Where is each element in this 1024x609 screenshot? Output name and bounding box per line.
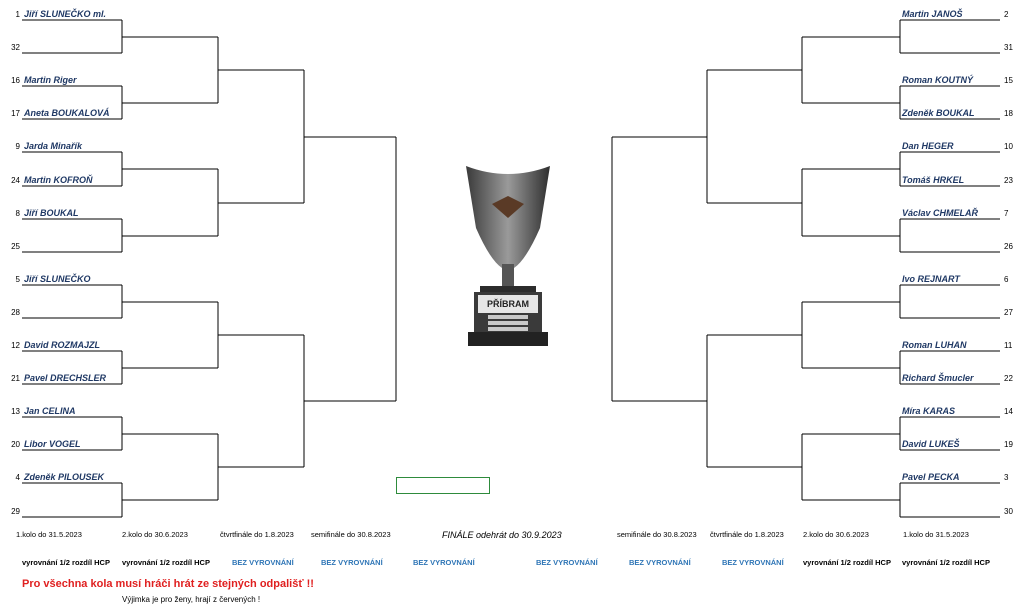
- trophy-image: PŘÍBRAM: [466, 166, 550, 346]
- player-name: Aneta BOUKALOVÁ: [24, 108, 110, 118]
- seed-number: 16: [11, 76, 20, 85]
- seed-number: 3: [1004, 473, 1009, 482]
- seed-number: 17: [11, 109, 20, 118]
- player-name: Roman KOUTNÝ: [902, 75, 974, 85]
- player-name: Martin JANOŠ: [902, 9, 963, 19]
- player-name: Zdeněk BOUKAL: [902, 108, 975, 118]
- seed-number: 4: [15, 473, 20, 482]
- round-label-r1: 1.kolo do 31.5.2023: [903, 530, 969, 539]
- note-text: Výjimka je pro ženy, hrají z červených !: [122, 595, 261, 604]
- seed-number: 10: [1004, 142, 1013, 151]
- rule-l4: BEZ VYROVNÁNÍ: [321, 558, 383, 567]
- seed-number: 30: [1004, 507, 1013, 516]
- rule-r5: BEZ VYROVNÁNÍ: [536, 558, 598, 567]
- player-name: Richard Šmucler: [902, 373, 974, 383]
- round-label-l4: semifinále do 30.8.2023: [311, 530, 391, 539]
- seed-number: 1: [15, 10, 20, 19]
- player-name: Dan HEGER: [902, 141, 954, 151]
- round-label-l1: 1.kolo do 31.5.2023: [16, 530, 82, 539]
- seed-number: 19: [1004, 440, 1013, 449]
- player-name: Míra KARAS: [902, 406, 956, 416]
- player-name: Tomáš HRKEL: [902, 175, 965, 185]
- rule-l5: BEZ VYROVNÁNÍ: [413, 558, 475, 567]
- seed-number: 13: [11, 407, 20, 416]
- rule-r4: BEZ VYROVNÁNÍ: [629, 558, 691, 567]
- seed-number: 29: [11, 507, 20, 516]
- seed-number: 32: [11, 43, 20, 52]
- seed-number: 22: [1004, 374, 1013, 383]
- player-name: Libor VOGEL: [24, 439, 81, 449]
- player-name: Jarda Minařík: [24, 141, 83, 151]
- warning-text: Pro všechna kola musí hráči hrát ze stej…: [22, 578, 314, 590]
- player-name: Zdeněk PILOUSEK: [24, 472, 105, 482]
- seed-number: 26: [1004, 242, 1013, 251]
- round-label-r4: semifinále do 30.8.2023: [617, 530, 697, 539]
- player-name: David LUKEŠ: [902, 439, 960, 449]
- seed-number: 6: [1004, 275, 1009, 284]
- seed-number: 2: [1004, 10, 1009, 19]
- seed-number: 23: [1004, 176, 1013, 185]
- seed-number: 21: [11, 374, 20, 383]
- player-name: Jiří SLUNEČKO: [24, 274, 91, 284]
- player-name: Václav CHMELAŘ: [902, 208, 979, 218]
- seed-number: 12: [11, 341, 20, 350]
- player-name: Ivo REJNART: [902, 274, 960, 284]
- player-name: Pavel PECKA: [902, 472, 960, 482]
- seed-number: 20: [11, 440, 20, 449]
- round-label-l3: čtvrtfinále do 1.8.2023: [220, 530, 294, 539]
- seed-number: 7: [1004, 209, 1009, 218]
- seed-number: 27: [1004, 308, 1013, 317]
- seed-number: 25: [11, 242, 20, 251]
- seed-number: 18: [1004, 109, 1013, 118]
- player-name: Roman LUHAN: [902, 340, 967, 350]
- round-label-r3: čtvrtfinále do 1.8.2023: [710, 530, 784, 539]
- seed-number: 11: [1004, 341, 1013, 350]
- player-name: Jiří BOUKAL: [24, 208, 79, 218]
- player-name: Martin KOFROŇ: [24, 175, 93, 185]
- rule-r2: vyrovnání 1/2 rozdíl HCP: [803, 558, 891, 567]
- seed-number: 28: [11, 308, 20, 317]
- trophy-brand: PŘÍBRAM: [487, 298, 529, 309]
- rule-l1: vyrovnání 1/2 rozdíl HCP: [22, 558, 110, 567]
- seed-number: 31: [1004, 43, 1013, 52]
- rule-l3: BEZ VYROVNÁNÍ: [232, 558, 294, 567]
- seed-number: 5: [15, 275, 20, 284]
- final-label: FINÁLE odehrát do 30.9.2023: [442, 530, 562, 540]
- player-name: David ROZMAJZL: [24, 340, 101, 350]
- player-name: Jiří SLUNEČKO ml.: [24, 9, 107, 19]
- seed-number: 8: [15, 209, 20, 218]
- player-name: Jan CELINA: [24, 406, 76, 416]
- round-label-r2: 2.kolo do 30.6.2023: [803, 530, 869, 539]
- seed-number: 14: [1004, 407, 1013, 416]
- rule-r3: BEZ VYROVNÁNÍ: [722, 558, 784, 567]
- seed-number: 24: [11, 176, 20, 185]
- player-name: Martin Riger: [24, 75, 77, 85]
- rule-l2: vyrovnání 1/2 rozdíl HCP: [122, 558, 210, 567]
- rule-r1: vyrovnání 1/2 rozdíl HCP: [902, 558, 990, 567]
- selected-cell[interactable]: [396, 477, 490, 494]
- seed-number: 15: [1004, 76, 1013, 85]
- round-label-l2: 2.kolo do 30.6.2023: [122, 530, 188, 539]
- player-name: Pavel DRECHSLER: [24, 373, 107, 383]
- seed-number: 9: [15, 142, 20, 151]
